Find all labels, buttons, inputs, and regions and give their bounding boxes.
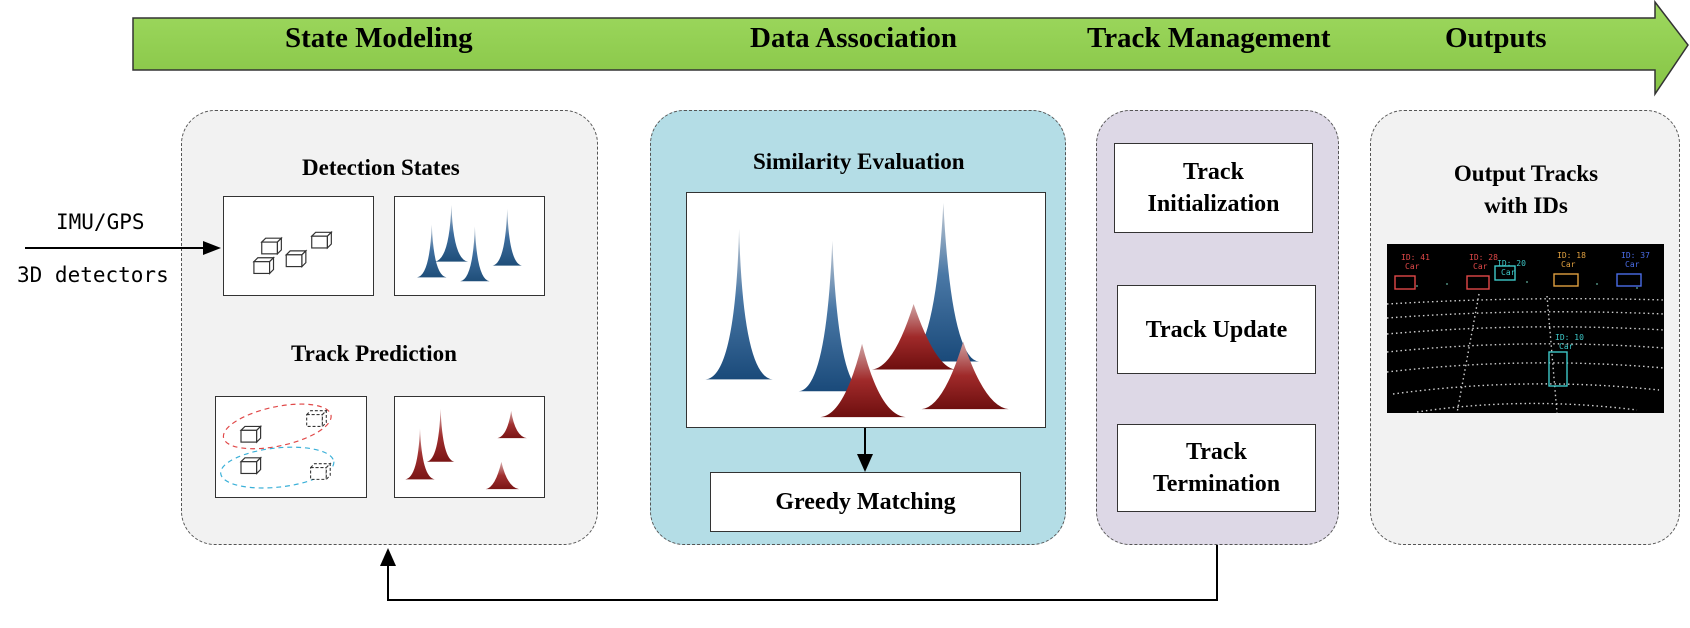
stage-state-modeling: State Modeling <box>285 22 473 54</box>
input-arrow <box>25 241 221 255</box>
track-id-label: ID: 28 <box>1469 253 1498 262</box>
track-class-label: Car <box>1501 268 1516 277</box>
output-tracks-line2: with IDs <box>1484 193 1568 218</box>
track-termination-line1: Track <box>1186 439 1247 465</box>
detectors-label: 3D detectors <box>17 263 169 287</box>
track-id-label: ID: 18 <box>1557 251 1586 260</box>
predicted-distributions-image <box>394 396 545 498</box>
similarity-evaluation-title: Similarity Evaluation <box>753 149 965 174</box>
track-termination-line2: Termination <box>1152 471 1281 497</box>
track-prediction-title: Track Prediction <box>291 341 457 366</box>
detection-states-title: Detection States <box>302 155 460 180</box>
track-initialization-line1: Track <box>1183 159 1244 185</box>
similarity-to-greedy-arrow <box>857 428 873 472</box>
output-tracks-title: Output Tracks with IDs <box>1390 158 1662 222</box>
track-id-label: ID: 20 <box>1497 259 1526 268</box>
track-class-label: Car <box>1625 260 1640 269</box>
stage-data-association: Data Association <box>750 22 958 54</box>
track-id-label: ID: 37 <box>1621 251 1650 260</box>
predicted-boxes-image <box>215 396 367 498</box>
track-id-label: ID: 10 <box>1555 333 1584 342</box>
track-initialization-line2: Initialization <box>1147 191 1280 217</box>
track-termination-box: Track Termination <box>1117 424 1316 512</box>
output-tracks-line1: Output Tracks <box>1453 161 1599 186</box>
track-update-box: Track Update <box>1117 285 1316 374</box>
track-id-label: ID: 41 <box>1401 253 1430 262</box>
greedy-matching-box: Greedy Matching <box>710 472 1021 532</box>
stage-track-management: Track Management <box>1087 22 1331 54</box>
stage-outputs: Outputs <box>1445 22 1547 54</box>
similarity-plot-image <box>686 192 1046 428</box>
track-class-label: Car <box>1473 262 1488 271</box>
track-class-label: Car <box>1561 260 1576 269</box>
track-initialization-box: Track Initialization <box>1114 143 1313 233</box>
track-class-label: Car <box>1405 262 1420 271</box>
detection-boxes-image <box>223 196 374 296</box>
detection-distributions-image <box>394 196 545 296</box>
imu-gps-label: IMU/GPS <box>56 210 145 234</box>
track-class-label: Car <box>1559 342 1574 351</box>
